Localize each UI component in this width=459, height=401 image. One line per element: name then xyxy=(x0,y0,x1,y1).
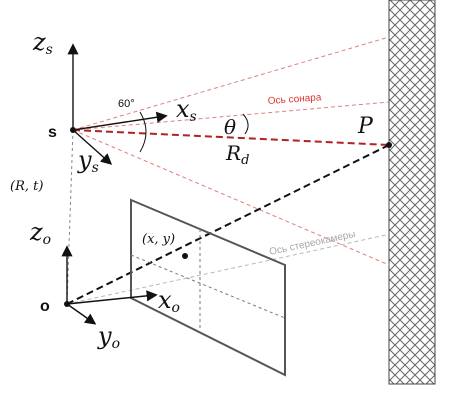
fan-line-upper xyxy=(72,36,390,131)
sonar-fan xyxy=(72,36,390,266)
target-point xyxy=(386,142,392,148)
sonar-origin-point xyxy=(70,127,76,133)
theta-label: θ xyxy=(224,115,236,139)
transform-label: (R, t) xyxy=(10,179,43,194)
target-label: P xyxy=(357,114,374,139)
image-point xyxy=(182,253,188,259)
y-o-label: yo xyxy=(97,322,120,352)
image-plane-crosshair xyxy=(130,229,286,330)
fan-line-lower xyxy=(72,129,390,266)
x-o-axis xyxy=(66,290,158,305)
x-o-label: xo xyxy=(158,286,180,316)
y-o-axis xyxy=(66,303,97,325)
x-s-axis xyxy=(72,111,168,131)
range-label: Rd xyxy=(225,141,249,168)
stereo-axis-label: Ось стереокамеры xyxy=(268,229,356,258)
stereo-axis-line xyxy=(66,234,387,305)
camera-origin-label: o xyxy=(40,298,50,315)
fov-arc xyxy=(139,111,147,153)
camera-ray xyxy=(66,144,390,305)
sonar-axis-label: Ось сонара xyxy=(267,92,322,107)
transform-link xyxy=(66,129,74,305)
y-s-label: ys xyxy=(77,146,99,176)
theta-arc xyxy=(242,113,249,135)
sonar-ray xyxy=(72,129,390,146)
camera-origin-point xyxy=(64,301,70,307)
image-plane xyxy=(130,198,286,377)
z-o-label: zo xyxy=(29,218,51,248)
y-s-axis xyxy=(72,129,113,165)
camera-axes xyxy=(61,245,158,325)
fan-line-axis xyxy=(72,101,390,131)
x-s-label: xs xyxy=(176,95,197,125)
z-s-label: zs xyxy=(32,28,53,58)
wall xyxy=(388,0,436,385)
image-point-label: (x, y) xyxy=(142,232,175,247)
sonar-origin-label: s xyxy=(48,124,57,141)
sonar-axes xyxy=(67,43,168,165)
fov-angle-label: 60° xyxy=(118,98,135,110)
